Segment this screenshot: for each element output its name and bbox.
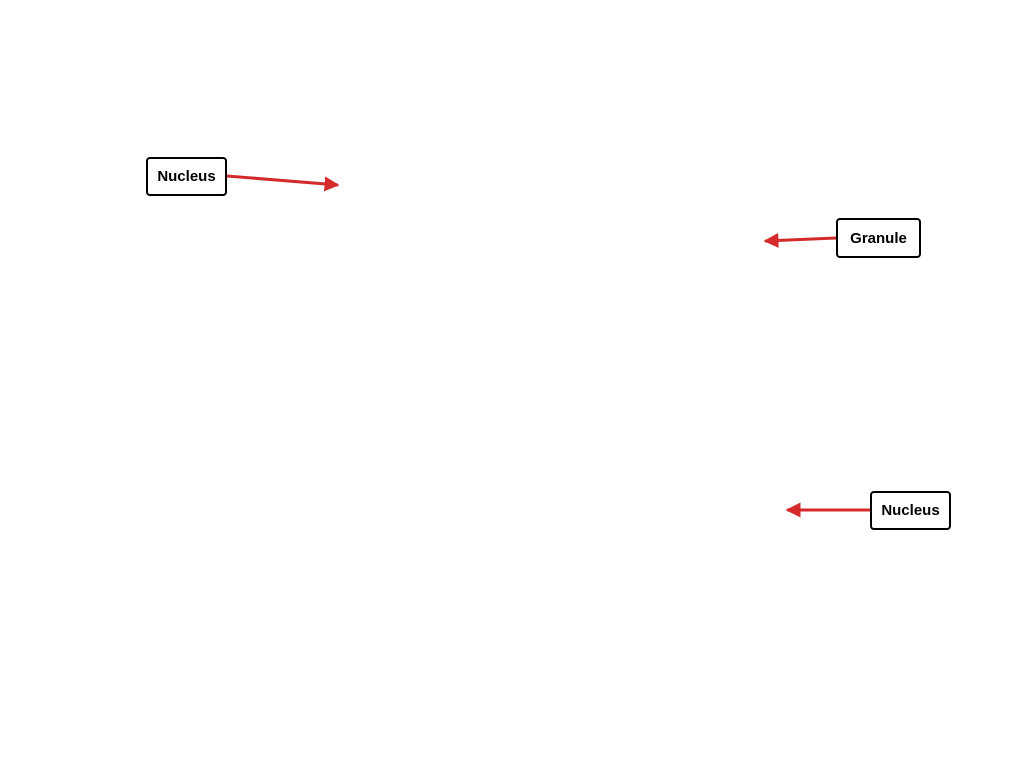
arrow-granule (763, 232, 837, 248)
label-text: Nucleus (881, 502, 940, 519)
label-granule: Granule (836, 218, 921, 258)
label-text: Granule (850, 229, 907, 247)
label-nucleus-upper-left: Nucleus (146, 157, 227, 196)
arrow-nucleus-1 (226, 174, 340, 192)
label-nucleus-lower-right: Nucleus (870, 491, 951, 530)
label-text: Nucleus (157, 168, 216, 185)
